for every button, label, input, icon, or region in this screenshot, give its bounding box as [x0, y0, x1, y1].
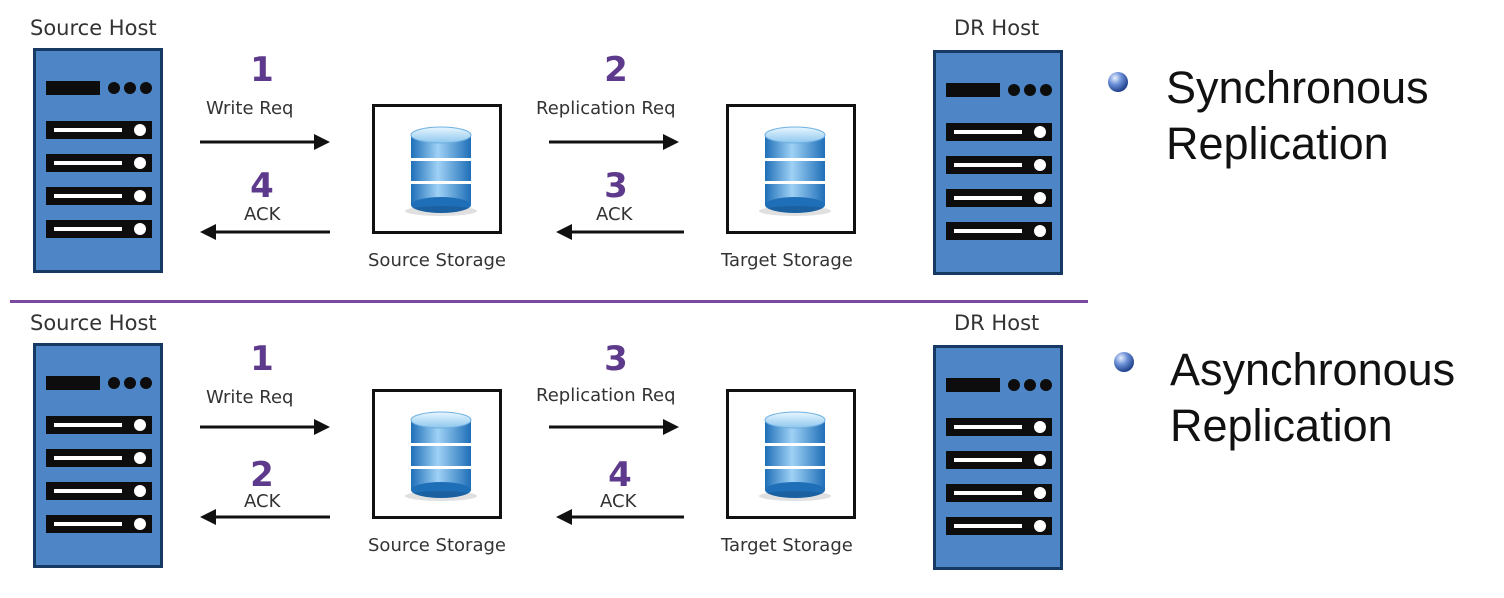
step-2-number: 2 [604, 50, 628, 90]
async-title-line2: Replication [1170, 400, 1393, 451]
async-replication-diagram: Source Host 1 Write Req 2 ACK Source Sto… [0, 295, 1100, 585]
async-title-line1: Asynchronous [1170, 344, 1456, 395]
step-4-number: 4 [250, 166, 274, 206]
step-3-label: ACK [596, 204, 633, 225]
sync-bullet-icon [1108, 72, 1128, 92]
step-2-number: 2 [250, 455, 274, 495]
step-1-label: Write Req [206, 387, 294, 408]
sync-title-line2: Replication [1166, 118, 1389, 169]
target-storage-label: Target Storage [721, 535, 853, 556]
step-3-label: Replication Req [536, 385, 676, 406]
target-storage-label: Target Storage [721, 250, 853, 271]
step-4-label: ACK [244, 204, 281, 225]
source-host-server [33, 48, 163, 273]
source-storage-label: Source Storage [368, 535, 506, 556]
source-host-label: Source Host [30, 16, 157, 40]
source-storage-label: Source Storage [368, 250, 506, 271]
ack-arrow-to-source-host [200, 509, 330, 525]
ack-arrow-to-source-storage [556, 509, 684, 525]
step-4-label: ACK [600, 491, 637, 512]
replication-request-arrow [549, 419, 679, 435]
database-icon [759, 126, 832, 217]
step-1-number: 1 [250, 339, 274, 379]
step-2-label: ACK [244, 491, 281, 512]
target-storage-box [726, 104, 856, 234]
source-storage-box [372, 104, 502, 234]
database-icon [405, 126, 478, 217]
async-bullet-icon [1114, 352, 1134, 372]
source-host-label: Source Host [30, 311, 157, 335]
source-host-server [33, 343, 163, 568]
sync-replication-diagram: Source Host 1 Write Req 4 ACK Source Sto… [0, 0, 1100, 290]
step-4-number: 4 [608, 455, 632, 495]
dr-host-label: DR Host [954, 16, 1040, 40]
step-3-number: 3 [604, 339, 628, 379]
async-title: Asynchronous Replication [1170, 342, 1455, 454]
ack-arrow-to-source-host [200, 224, 330, 240]
target-storage-box [726, 389, 856, 519]
replication-request-arrow [549, 134, 679, 150]
write-request-arrow [200, 419, 330, 435]
dr-host-server [933, 345, 1063, 570]
dr-host-label: DR Host [954, 311, 1040, 335]
dr-host-server [933, 50, 1063, 275]
step-1-number: 1 [250, 50, 274, 90]
database-icon [759, 411, 832, 502]
sync-title: Synchronous Replication [1166, 60, 1429, 172]
section-divider [10, 300, 1088, 303]
write-request-arrow [200, 134, 330, 150]
step-2-label: Replication Req [536, 98, 676, 119]
source-storage-box [372, 389, 502, 519]
database-icon [405, 411, 478, 502]
step-3-number: 3 [604, 166, 628, 206]
step-1-label: Write Req [206, 98, 294, 119]
ack-arrow-to-source-storage [556, 224, 684, 240]
sync-title-line1: Synchronous [1166, 62, 1429, 113]
